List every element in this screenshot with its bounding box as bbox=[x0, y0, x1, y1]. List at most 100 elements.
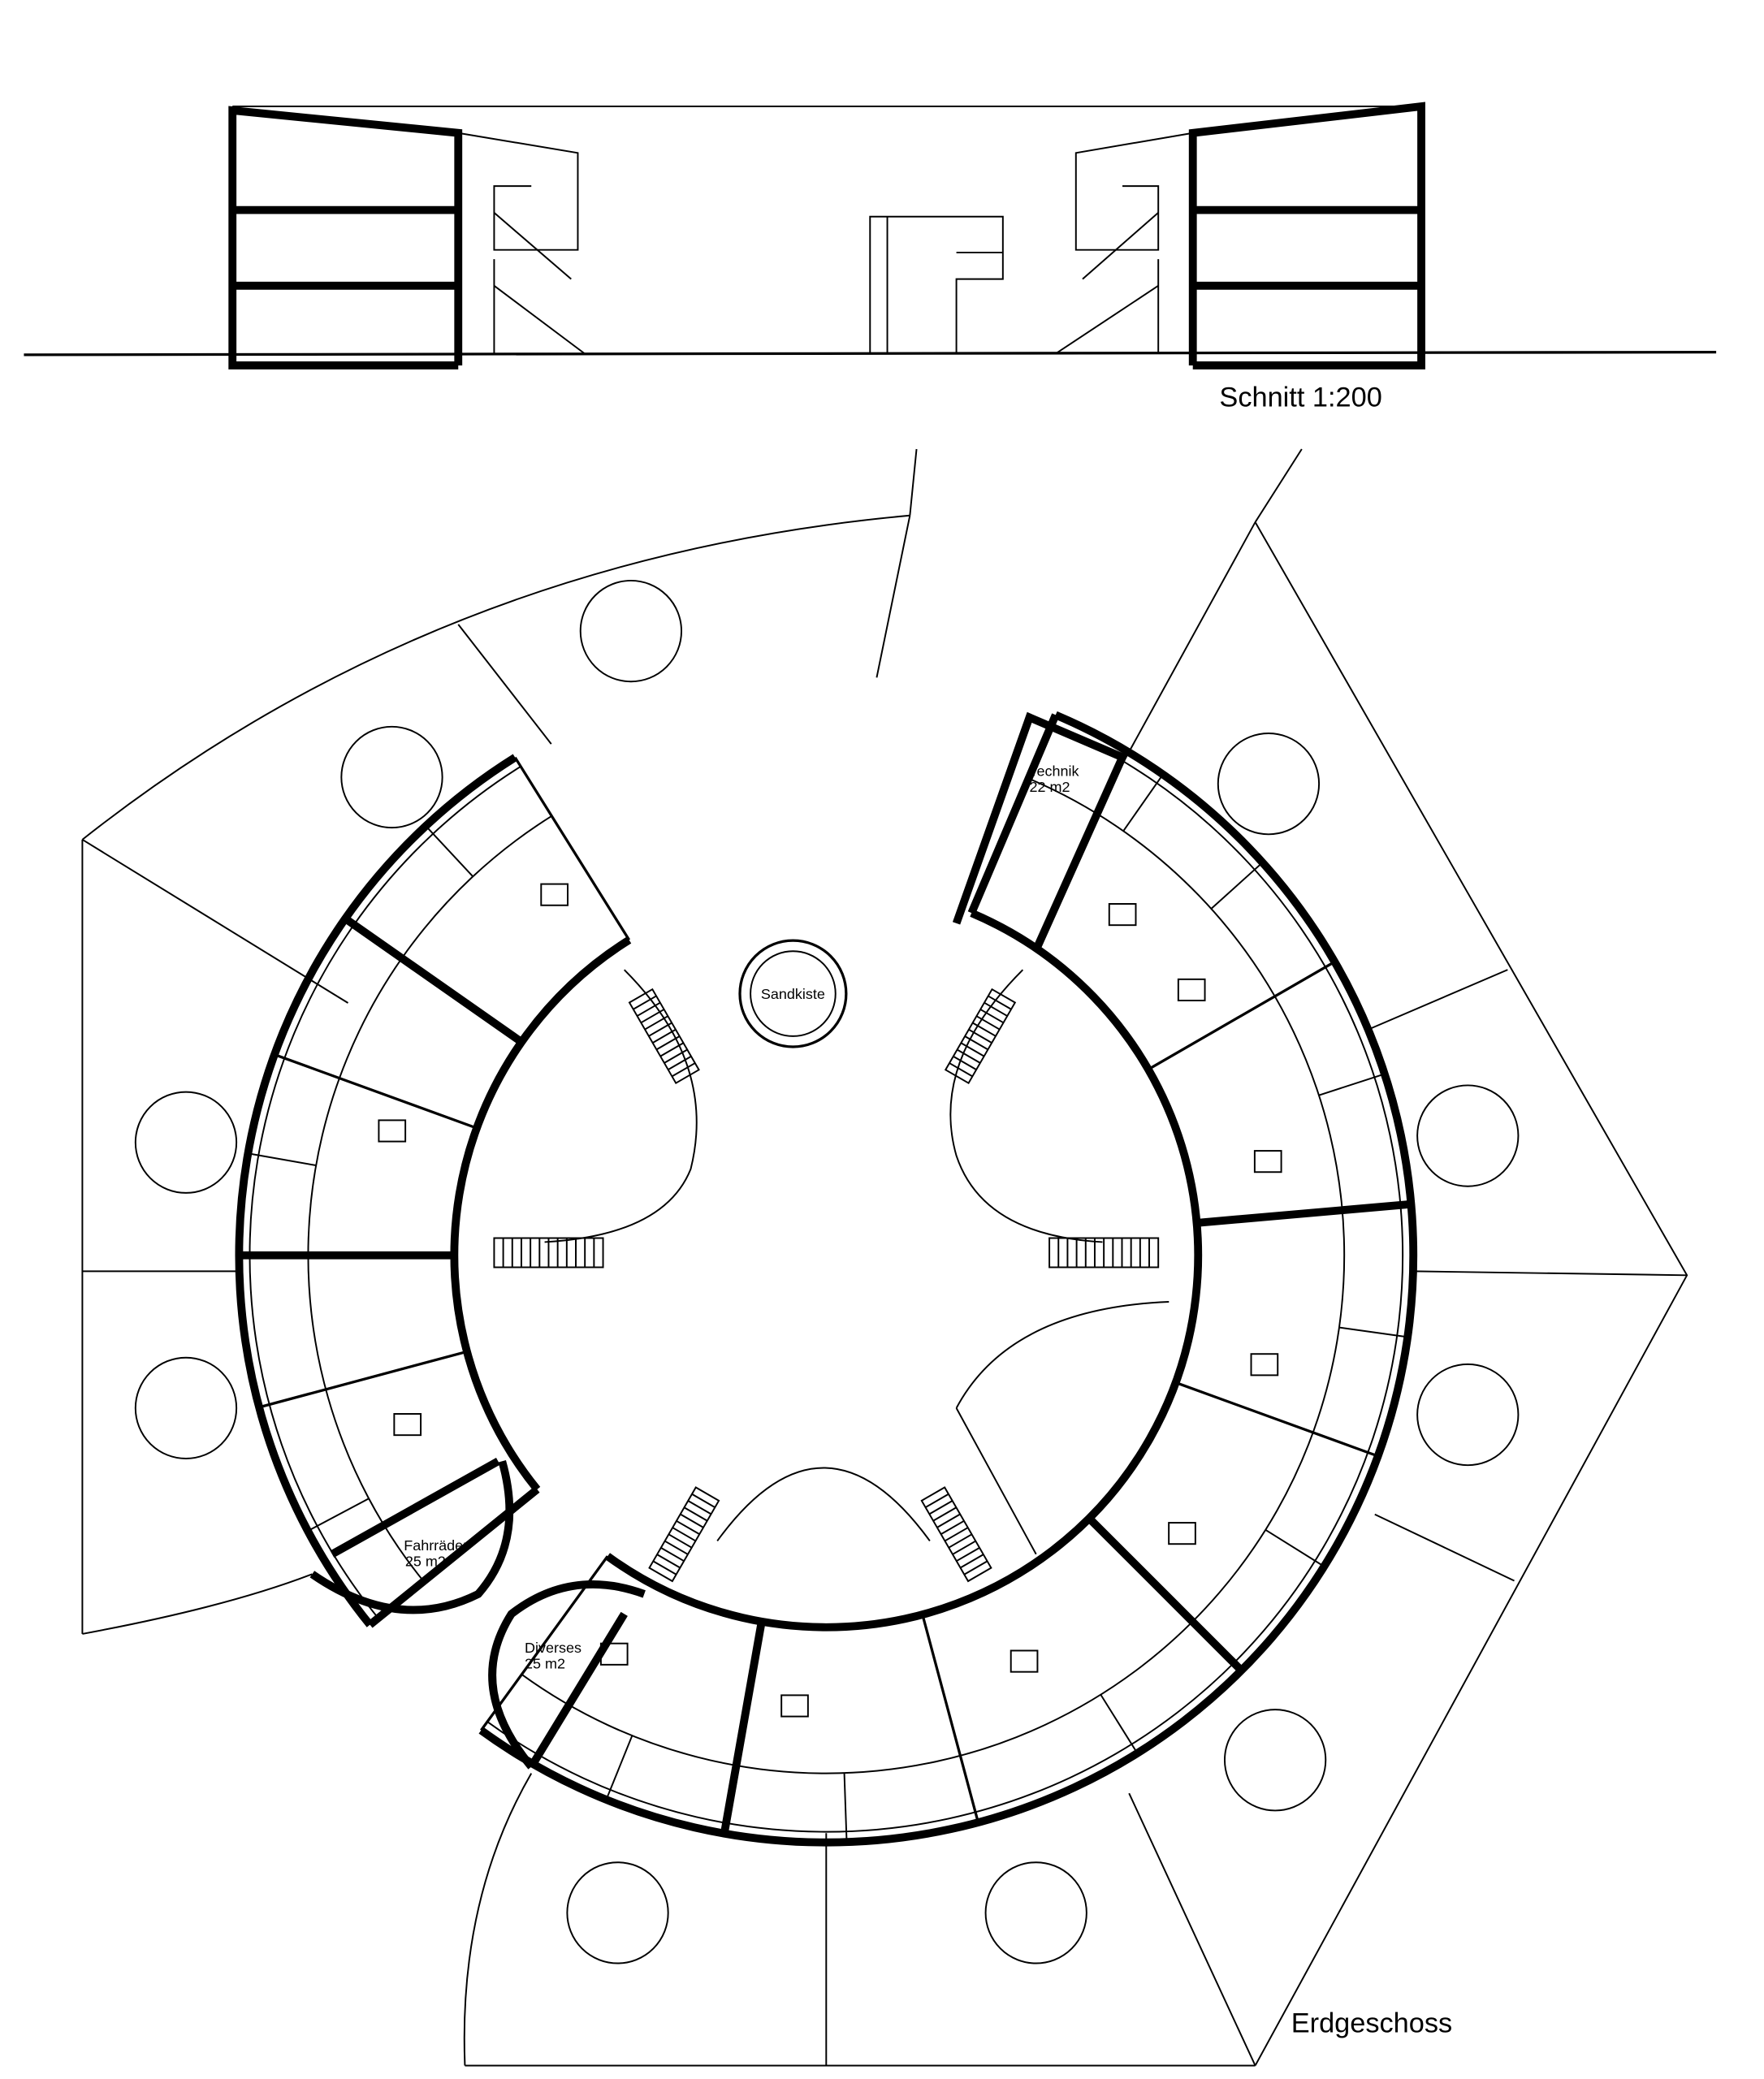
section-title: Schnitt 1:200 bbox=[1219, 383, 1381, 413]
stair-step bbox=[672, 1527, 696, 1542]
stair-step bbox=[671, 1062, 696, 1078]
room-partition bbox=[1318, 1073, 1386, 1096]
inner-wall bbox=[605, 909, 1203, 1632]
furniture-table bbox=[540, 883, 569, 906]
room-partition bbox=[1338, 1326, 1408, 1338]
garden-circle bbox=[1416, 1363, 1520, 1467]
floor-plan: Sandkiste Technik 22 m2 Fahrräder 25 m2 … bbox=[81, 448, 1688, 2067]
garden-circle bbox=[134, 1356, 238, 1459]
garden-circle bbox=[566, 1861, 669, 1964]
misc-area: 25 m2 bbox=[525, 1655, 565, 1671]
stair bbox=[628, 988, 700, 1085]
plan-title: Erdgeschoss bbox=[1291, 2008, 1452, 2039]
sandbox: Sandkiste bbox=[738, 939, 848, 1048]
furniture-table bbox=[1010, 1649, 1039, 1673]
outer-wall-inner-line bbox=[249, 765, 521, 1619]
stair bbox=[944, 988, 1017, 1085]
stair-step bbox=[964, 1035, 988, 1051]
radial-wall bbox=[343, 915, 524, 1046]
courtyard-stairs bbox=[493, 988, 1160, 1583]
furniture-table bbox=[1168, 1522, 1196, 1545]
outer-wall-inner-line bbox=[486, 724, 1404, 1833]
technik-room: Technik 22 m2 bbox=[952, 711, 1128, 952]
stair-step bbox=[957, 1048, 981, 1064]
stair-step bbox=[680, 1513, 704, 1528]
stair-step bbox=[972, 1022, 997, 1037]
stair-step bbox=[668, 1533, 693, 1549]
outer-wall bbox=[478, 711, 1418, 1847]
radial-wall bbox=[921, 1614, 979, 1823]
stair-step bbox=[975, 1015, 1001, 1031]
stair-step bbox=[940, 1519, 965, 1536]
garden-terraces bbox=[134, 579, 1520, 1964]
radial-wall bbox=[274, 1052, 478, 1130]
stair-step bbox=[655, 1035, 681, 1051]
stair-step bbox=[944, 1527, 969, 1542]
stair bbox=[493, 1237, 604, 1269]
furniture-table bbox=[1253, 1150, 1282, 1173]
stair-step bbox=[960, 1042, 985, 1057]
misc-label: Diverses bbox=[525, 1640, 582, 1656]
garden-circle bbox=[1416, 1084, 1520, 1187]
stair-step bbox=[637, 1001, 661, 1017]
furniture-table bbox=[1177, 978, 1206, 1001]
furniture-table bbox=[780, 1694, 809, 1718]
radial-wall bbox=[258, 1350, 468, 1409]
garden-circle bbox=[340, 725, 443, 829]
site-boundaries bbox=[81, 448, 1688, 2067]
stair-step bbox=[936, 1513, 961, 1528]
section-right-block bbox=[1055, 102, 1425, 370]
stair bbox=[648, 1486, 720, 1583]
room-partition bbox=[248, 1152, 317, 1166]
stair-step bbox=[660, 1546, 685, 1562]
room-partition bbox=[1100, 1694, 1139, 1754]
room-partition bbox=[307, 1498, 370, 1532]
room-partition bbox=[1265, 1528, 1325, 1567]
stair-step bbox=[652, 1028, 677, 1044]
radial-wall bbox=[967, 713, 1060, 915]
stair-step bbox=[664, 1540, 689, 1555]
furniture-table bbox=[1250, 1353, 1279, 1377]
bikes-label: Fahrräder bbox=[404, 1537, 468, 1554]
radial-wall bbox=[513, 756, 631, 941]
stair-step bbox=[691, 1493, 716, 1508]
stair-step bbox=[948, 1533, 973, 1549]
stair-step bbox=[956, 1546, 980, 1562]
furniture-table bbox=[378, 1119, 407, 1143]
stair-step bbox=[668, 1055, 692, 1070]
outer-wall bbox=[235, 754, 517, 1627]
technik-label: Technik bbox=[1030, 763, 1080, 779]
radial-wall bbox=[1148, 960, 1336, 1071]
residential-ring bbox=[235, 711, 1418, 1847]
stair-step bbox=[952, 1540, 976, 1555]
section-left-block bbox=[228, 106, 586, 370]
corridor-line bbox=[307, 815, 552, 1582]
bikes-area: 25 m2 bbox=[405, 1553, 446, 1569]
stair-step bbox=[928, 1500, 953, 1515]
stair-step bbox=[633, 995, 657, 1010]
garden-circle bbox=[579, 579, 683, 683]
stair-step bbox=[932, 1506, 957, 1522]
stair-step bbox=[988, 995, 1012, 1010]
furniture-table bbox=[393, 1413, 422, 1437]
stair-step bbox=[968, 1028, 992, 1044]
sandbox-label: Sandkiste bbox=[761, 986, 825, 1002]
stair-step bbox=[659, 1042, 684, 1057]
radial-wall bbox=[1086, 1515, 1244, 1674]
stair-step bbox=[683, 1506, 708, 1522]
stair-step bbox=[652, 1560, 677, 1575]
stair-step bbox=[963, 1560, 988, 1575]
technik-area: 22 m2 bbox=[1030, 779, 1070, 795]
radial-wall bbox=[1196, 1199, 1412, 1227]
garden-circle bbox=[134, 1091, 238, 1194]
stair-step bbox=[953, 1055, 977, 1070]
stair-step bbox=[984, 1001, 1008, 1017]
stair-step bbox=[687, 1500, 712, 1515]
corridor-line bbox=[521, 777, 1346, 1774]
misc-room: Diverses 25 m2 bbox=[488, 1580, 646, 1770]
bike-room: Fahrräder 25 m2 bbox=[309, 1458, 514, 1614]
radial-wall bbox=[1175, 1381, 1379, 1458]
section-drawing: Schnitt 1:200 bbox=[24, 102, 1717, 413]
